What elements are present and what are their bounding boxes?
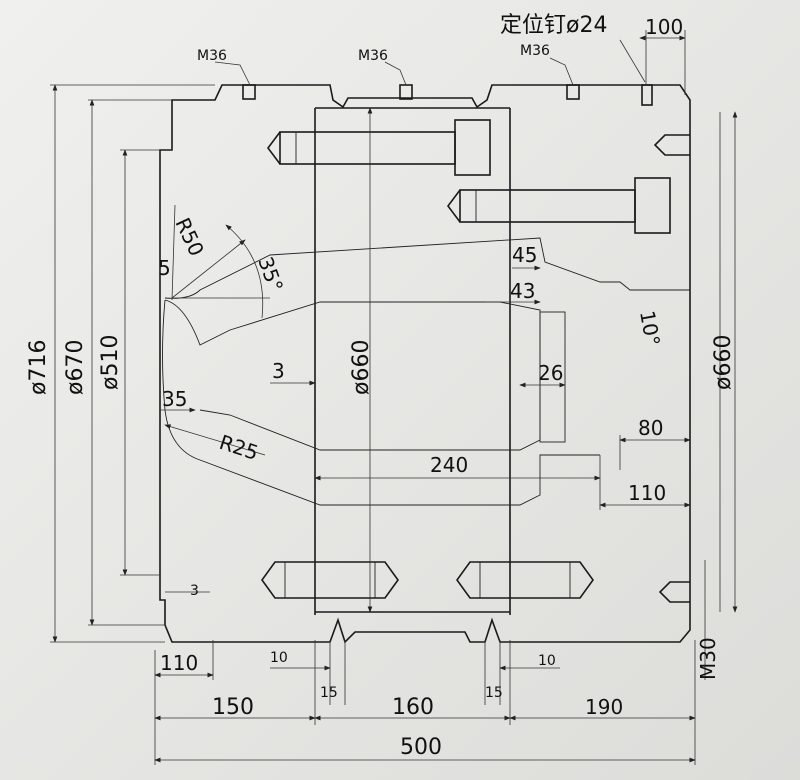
m30-hole xyxy=(658,581,690,603)
label-3-mid: 3 xyxy=(272,359,285,383)
label-110-left: 110 xyxy=(160,651,198,675)
label-15-right: 15 xyxy=(485,685,503,701)
label-190: 190 xyxy=(585,695,623,719)
label-160: 160 xyxy=(392,695,434,720)
bottom-pin-right xyxy=(456,561,594,599)
label-660-mid: ø660 xyxy=(349,340,374,395)
label-716: ø716 xyxy=(26,340,51,395)
m36-leader-3 xyxy=(549,57,574,86)
pin-leader xyxy=(619,39,646,83)
label-10-left: 10 xyxy=(270,650,288,666)
bottom-pin-left xyxy=(261,561,399,599)
r50-leader xyxy=(171,204,176,301)
right-pin xyxy=(653,134,690,156)
label-500: 500 xyxy=(400,735,442,760)
label-80: 80 xyxy=(638,416,663,440)
label-110-right: 110 xyxy=(628,481,666,505)
angle-arc xyxy=(225,224,264,319)
label-15-left: 15 xyxy=(320,685,338,701)
label-100: 100 xyxy=(645,15,683,39)
insert-step xyxy=(539,311,566,443)
label-m36-1: M36 xyxy=(197,48,227,64)
label-10-right: 10 xyxy=(538,653,556,669)
label-m36-3: M36 xyxy=(520,43,550,59)
label-3-bottom: 3 xyxy=(190,583,199,599)
label-150: 150 xyxy=(212,695,254,720)
label-35: 35 xyxy=(162,387,187,411)
label-m30: M30 xyxy=(696,637,720,680)
r25-leader xyxy=(164,424,266,456)
locating-pin-hole xyxy=(641,84,653,106)
m36-hole-1 xyxy=(242,84,256,100)
label-locating-pin: 定位钉ø24 xyxy=(500,13,607,38)
mold-outline xyxy=(159,84,691,644)
label-m36-2: M36 xyxy=(358,48,388,64)
label-43: 43 xyxy=(510,279,535,303)
m36-leader-1 xyxy=(214,61,251,86)
label-510: ø510 xyxy=(98,335,123,390)
guide-pin-upper xyxy=(267,119,491,176)
label-5: 5 xyxy=(158,256,171,280)
cavity-lower-contour xyxy=(164,409,600,506)
label-660-right: ø660 xyxy=(711,335,736,390)
cavity-inner-upper xyxy=(164,299,541,451)
cavity-left-wall xyxy=(162,299,166,411)
r50-line xyxy=(171,239,246,299)
label-240: 240 xyxy=(430,453,468,477)
guide-pin-lower xyxy=(447,177,671,234)
label-26: 26 xyxy=(538,361,563,385)
m36-leader-2 xyxy=(384,61,407,86)
label-45: 45 xyxy=(512,243,537,267)
label-670: ø670 xyxy=(63,340,88,395)
